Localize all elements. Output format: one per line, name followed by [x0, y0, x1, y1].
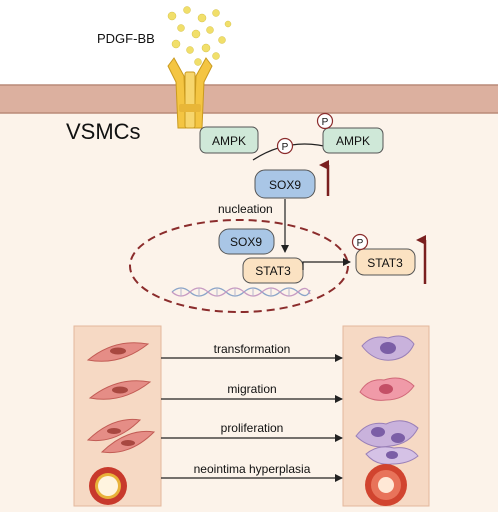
sox9-label: SOX9	[269, 178, 301, 192]
stat3-phosphorylation-arrow	[302, 258, 351, 270]
cell-label: VSMCs	[66, 119, 141, 144]
spindle-cell-icon	[86, 342, 150, 362]
ampk-phosphorylated-label: AMPK	[336, 134, 370, 148]
stat3-phosphorylated-label: STAT3	[367, 256, 403, 270]
outcome-row: neointima hyperplasia	[161, 462, 343, 482]
proliferating-cells-icon	[355, 420, 419, 465]
svg-text:P: P	[282, 142, 289, 153]
normal-vessel-icon	[89, 467, 127, 505]
hyperplastic-vessel-icon	[365, 464, 407, 506]
sox9-nuclear-label: SOX9	[230, 235, 262, 249]
svg-text:P: P	[322, 117, 329, 128]
stat3-node: STAT3	[242, 257, 304, 284]
cell-membrane	[0, 84, 498, 114]
phospho-circle-icon: P	[351, 233, 369, 251]
outcome-row: migration	[161, 382, 343, 403]
outcome-label: transformation	[214, 342, 291, 356]
outcome-label: proliferation	[221, 421, 284, 435]
sox9-node: SOX9	[254, 169, 316, 199]
ampk-phosphorylated-node: AMPK	[322, 127, 384, 154]
pdgf-bb-ligand-icon	[167, 6, 232, 66]
outcome-row: transformation	[161, 342, 343, 362]
spindle-cell-icon	[88, 380, 152, 400]
process-label: nucleation	[218, 202, 273, 216]
svg-text:P: P	[357, 238, 364, 249]
proliferating-spindle-cells-icon	[86, 418, 156, 454]
nucleus-outline	[129, 219, 349, 313]
outcome-row: proliferation	[161, 421, 343, 442]
stat3-label: STAT3	[255, 264, 291, 278]
migrating-cell-icon	[359, 377, 415, 401]
ligand-label: PDGF-BB	[97, 31, 155, 46]
synthetic-cell-icon	[361, 335, 415, 361]
ampk-node: AMPK	[199, 126, 259, 154]
ampk-label: AMPK	[212, 134, 246, 148]
outcome-label: neointima hyperplasia	[194, 462, 311, 476]
extracellular-space	[0, 0, 498, 85]
sox9-nuclear-node: SOX9	[218, 228, 275, 255]
phospho-circle-icon: P	[276, 137, 294, 155]
stat3-phosphorylated-node: STAT3	[355, 248, 416, 276]
outcome-label: migration	[227, 382, 276, 396]
dna-helix-icon	[171, 287, 311, 297]
receptor-icon	[167, 57, 213, 129]
phospho-circle-icon: P	[316, 112, 334, 130]
